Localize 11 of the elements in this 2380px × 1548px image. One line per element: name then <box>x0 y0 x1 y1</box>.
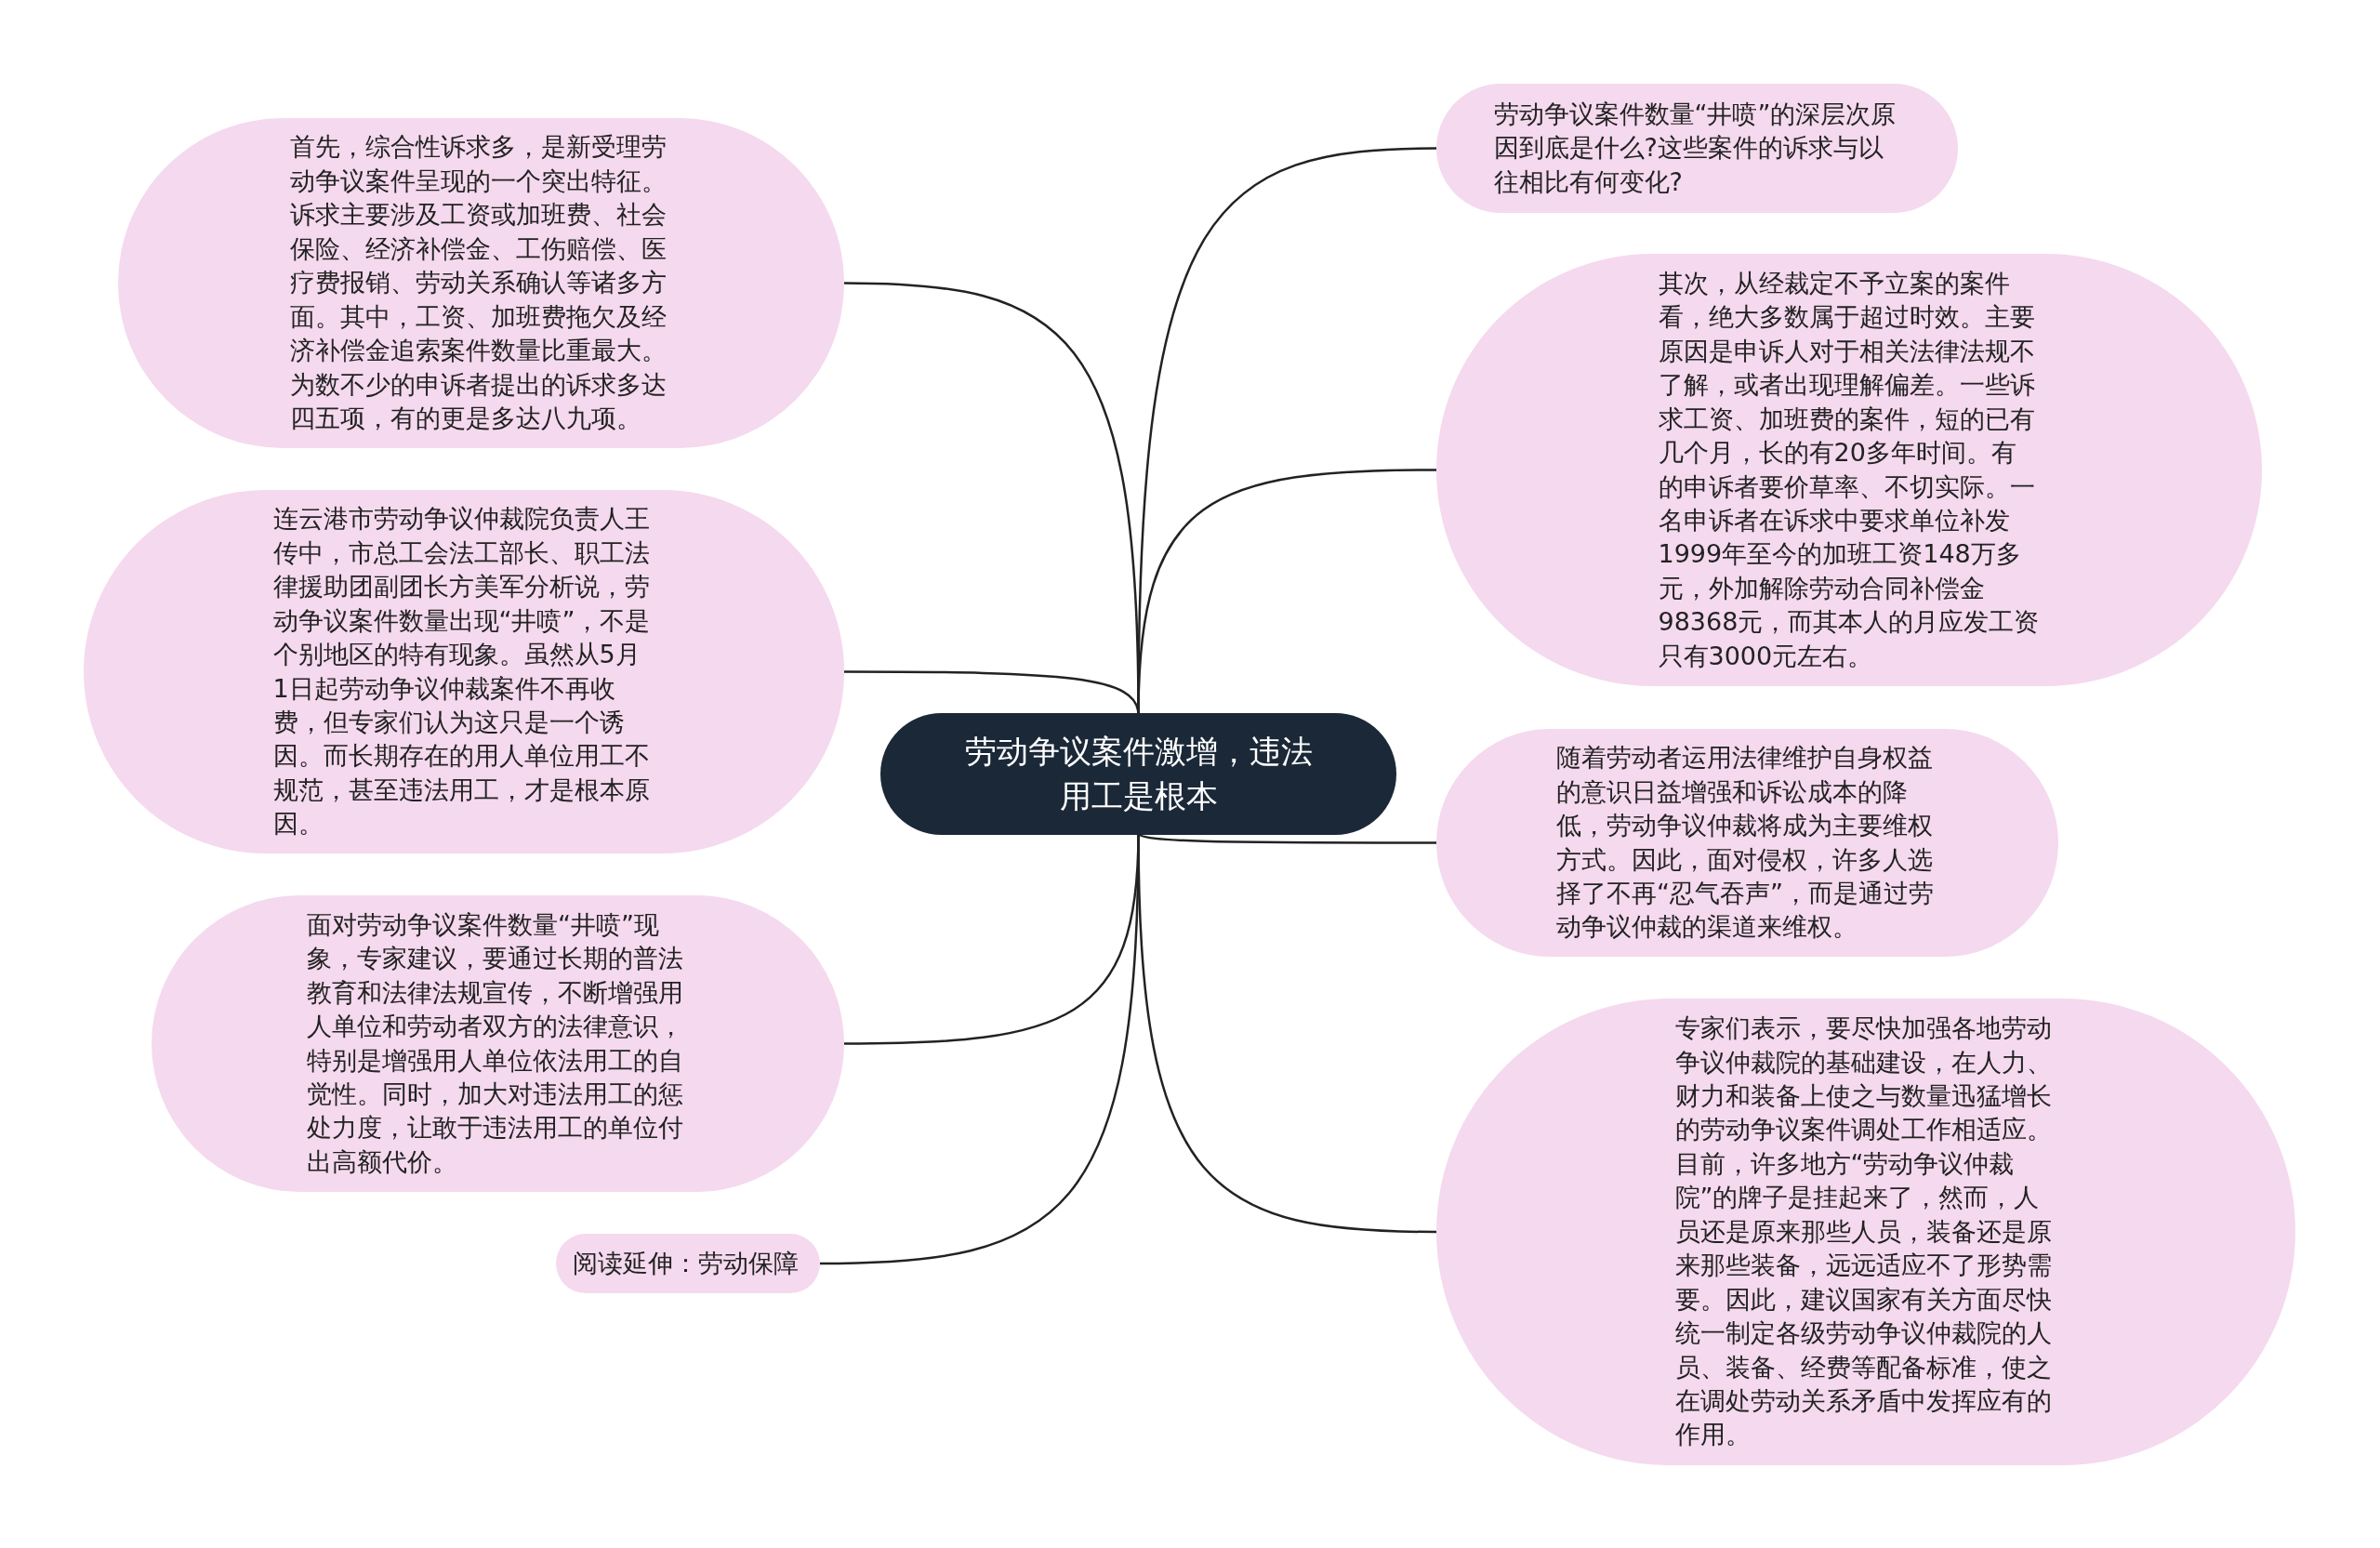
connector-line <box>1137 832 1436 844</box>
central-topic-text: 劳动争议案件激增，违法用工是根本 <box>963 731 1314 816</box>
topic-text: 阅读延伸：劳动保障 <box>572 1247 800 1279</box>
topic-text: 首先，综合性诉求多，是新受理劳动争议案件呈现的一个突出特征。诉求主要涉及工资或加班费、社会保险、经济补偿金、工伤赔偿、医疗费报销、劳动关系确认等诸多方面。其中，工资、加班费拖欠及经济补偿金追索案件数量比重最大。为数不少的申诉者提出的诉求多达四五项，有的更是多达八九项。 <box>290 131 668 435</box>
connector-line <box>1137 832 1437 1234</box>
topic-text: 面对劳动争议案件数量“井喷”现象，专家建议，要通过长期的普法教育和法律法规宣传，不断增强用人单位和劳动者双方的法律意识，特别是增强用人单位依法用工的自觉性。同时，加大对违法用工的惩处力度，让敢于违法用工的单位付出高额代价。 <box>307 908 684 1178</box>
topic-text: 连云港市劳动争议仲裁院负责人王传中，市总工会法工部长、职工法律援助团副团长方美军分析说，劳动争议案件数量出现“井喷”，不是个别地区的特有现象。虽然从5月1日起劳动争议仲裁案件不再收费，但专家们认为这只是一个诱因。而长期存在的用人单位用工不规范，甚至违法用工，才是根本原因。 <box>272 503 652 840</box>
topic-text: 随着劳动者运用法律维护自身权益的意识日益增强和诉讼成本的降低，劳动争议仲裁将成为主要维权方式。因此，面对侵权，许多人选择了不再“忍气吞声”，而是通过劳动争议仲裁的渠道来维权。 <box>1556 742 1935 944</box>
topic-text: 劳动争议案件数量“井喷”的深层次原因到底是什么?这些案件的诉求与以往相比有何变化? <box>1493 98 1897 198</box>
topic-text: 其次，从经裁定不予立案的案件看，绝大多数属于超过时效。主要原因是申诉人对于相关法律法规不了解，或者出现理解偏差。一些诉求工资、加班费的案件，短的已有几个月，长的有20多年时间。有的申诉者要价草率、不切实际。一名申诉者在诉求中要求单位补发1999年至今的加班工资148万多元，外加解除劳动合同补偿金98368元，而其本人的月应发工资只有3000元左右。 <box>1658 267 2041 672</box>
topic-text: 专家们表示，要尽快加强各地劳动争议仲裁院的基础建设，在人力、财力和装备上使之与数量迅猛增长的劳动争议案件调处工作相适应。目前，许多地方“劳动争议仲裁院”的牌子是挂起来了，然而，人员还是原来那些人员，装备还是原来那些装备，远远适应不了形势需要。因此，建议国家有关方面尽快统一制定各级劳动争议仲裁院的人员、装备、经费等配备标准，使之在调处劳动关系矛盾中发挥应有的作用。 <box>1674 1012 2053 1451</box>
